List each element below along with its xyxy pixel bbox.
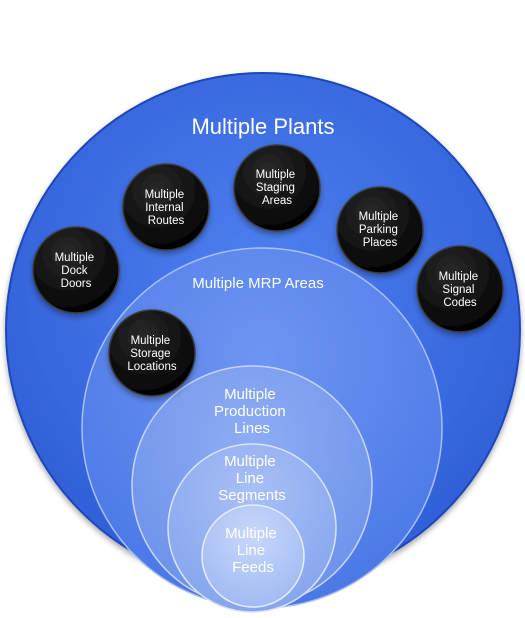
node-line: Doors bbox=[61, 278, 92, 290]
node-line: Signal bbox=[442, 284, 474, 296]
node-line: Staging bbox=[256, 182, 295, 194]
node-internal-routes: Multiple Internal Routes bbox=[122, 163, 210, 251]
node-staging-areas-shape bbox=[233, 144, 321, 232]
node-dock-doors-label: Multiple Dock Doors bbox=[55, 252, 98, 290]
ring-feeds-shape bbox=[201, 504, 305, 608]
node-parking-places: Multiple Parking Places bbox=[336, 186, 424, 274]
node-line: Internal bbox=[145, 202, 183, 214]
ring-production-line: Multiple bbox=[224, 386, 276, 403]
ring-feeds: Multiple Line Feeds bbox=[201, 504, 305, 608]
node-line: Places bbox=[363, 237, 398, 249]
node-line: Routes bbox=[148, 215, 185, 227]
node-line: Multiple bbox=[131, 335, 171, 347]
node-internal-routes-label: Multiple Internal Routes bbox=[145, 189, 188, 227]
node-line: Multiple bbox=[55, 252, 95, 264]
ring-production-line: Production bbox=[214, 403, 286, 420]
ring-mrp-label: Multiple MRP Areas bbox=[192, 275, 323, 292]
ring-production-line: Lines bbox=[234, 420, 270, 437]
node-staging-areas: Multiple Staging Areas bbox=[233, 144, 321, 232]
node-staging-areas-label: Multiple Staging Areas bbox=[256, 169, 299, 207]
node-line: Codes bbox=[443, 297, 476, 309]
node-line: Multiple bbox=[359, 211, 399, 223]
ring-segments-line: Multiple bbox=[224, 453, 276, 470]
ring-feeds-label: Multiple Line Feeds bbox=[225, 525, 281, 576]
ring-plants-line: Multiple Plants bbox=[191, 114, 334, 139]
node-internal-routes-shape bbox=[122, 163, 210, 251]
ring-segments-label: Multiple Line Segments bbox=[218, 453, 286, 504]
node-line: Multiple bbox=[439, 271, 479, 283]
node-line: Multiple bbox=[145, 189, 185, 201]
node-line: Storage bbox=[130, 348, 170, 360]
node-storage-locations-label: Multiple Storage Locations bbox=[127, 335, 176, 373]
ring-plants-label: Multiple Plants bbox=[191, 114, 334, 139]
ring-feeds-line: Feeds bbox=[232, 559, 274, 576]
node-parking-places-shape bbox=[336, 186, 424, 274]
ring-production-label: Multiple Production Lines bbox=[214, 386, 290, 437]
ring-feeds-line: Line bbox=[237, 542, 265, 559]
node-line: Parking bbox=[359, 224, 398, 236]
ring-segments-line: Segments bbox=[218, 487, 286, 504]
node-signal-codes-shape bbox=[416, 245, 504, 333]
node-line: Dock bbox=[61, 265, 87, 277]
node-line: Multiple bbox=[256, 169, 296, 181]
ring-segments-line: Line bbox=[236, 470, 264, 487]
node-signal-codes-label: Multiple Signal Codes bbox=[439, 271, 482, 309]
node-signal-codes: Multiple Signal Codes bbox=[416, 245, 504, 333]
ring-mrp-line: Multiple MRP Areas bbox=[192, 275, 323, 292]
ring-feeds-line: Multiple bbox=[225, 525, 277, 542]
node-line: Areas bbox=[262, 195, 292, 207]
node-parking-places-label: Multiple Parking Places bbox=[359, 211, 402, 249]
node-dock-doors: Multiple Dock Doors bbox=[32, 226, 120, 314]
node-line: Locations bbox=[127, 361, 176, 373]
node-dock-doors-shape bbox=[32, 226, 120, 314]
node-storage-locations-shape bbox=[108, 309, 196, 397]
node-storage-locations: Multiple Storage Locations bbox=[108, 309, 196, 397]
